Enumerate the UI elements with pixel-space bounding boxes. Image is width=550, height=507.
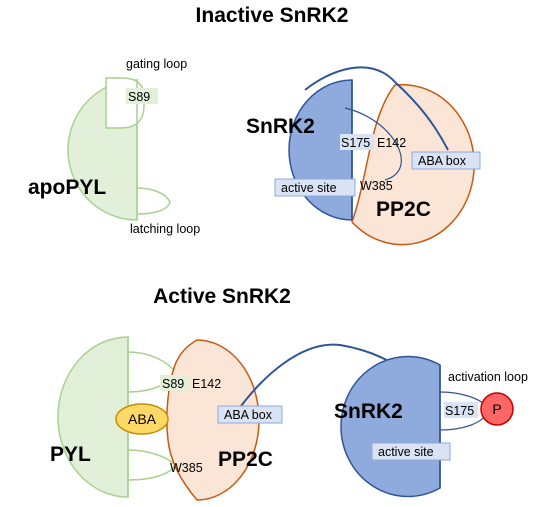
inactive-title: Inactive SnRK2 [196,4,349,27]
s89-box-active [160,375,190,391]
aba-box-tether-inactive [304,66,449,151]
s89-inactive-label: S89 [128,90,150,104]
active-title: Active SnRK2 [153,285,291,308]
w385-active-label: W385 [170,461,203,475]
s89-box-inactive [126,88,158,104]
aba-ellipse [115,403,169,435]
active-site-inactive-label: active site [281,181,337,195]
aba-box-active [217,405,283,424]
s175-box-active [444,402,478,418]
snrk2-label-inactive: SnRK2 [246,115,315,138]
active-site-box-inactive [274,178,356,197]
w385-inactive-label: W385 [360,179,393,193]
latching-loop-label: latching loop [130,222,200,236]
pp2c-label-inactive: PP2C [376,198,431,221]
aba-box-inactive [411,151,481,170]
activation-loop-label: activation loop [448,370,528,384]
snrk2-shape-active [340,355,441,498]
active-site-active-label: active site [378,445,434,459]
phosphate-circle [480,392,514,426]
phosphate-label: P [492,401,501,417]
active-site-box-active [371,442,451,461]
pp2c-label-active: PP2C [218,448,273,471]
aba-box-inactive-label: ABA box [418,154,467,168]
s175-box-inactive [340,134,374,150]
pyl-label: PYL [50,443,91,466]
s175-inactive-label: S175 [341,136,370,150]
snrk2-label-active: SnRK2 [334,400,403,423]
aba-box-active-label: ABA box [224,408,273,422]
e142-active-label: E142 [192,377,221,391]
apopyl-label: apoPYL [28,176,106,199]
gating-loop-label: gating loop [126,57,187,71]
aba-label: ABA [128,411,157,427]
s175-active-label: S175 [445,404,474,418]
e142-inactive-label: E142 [377,136,406,150]
s89-active-label: S89 [162,377,184,391]
